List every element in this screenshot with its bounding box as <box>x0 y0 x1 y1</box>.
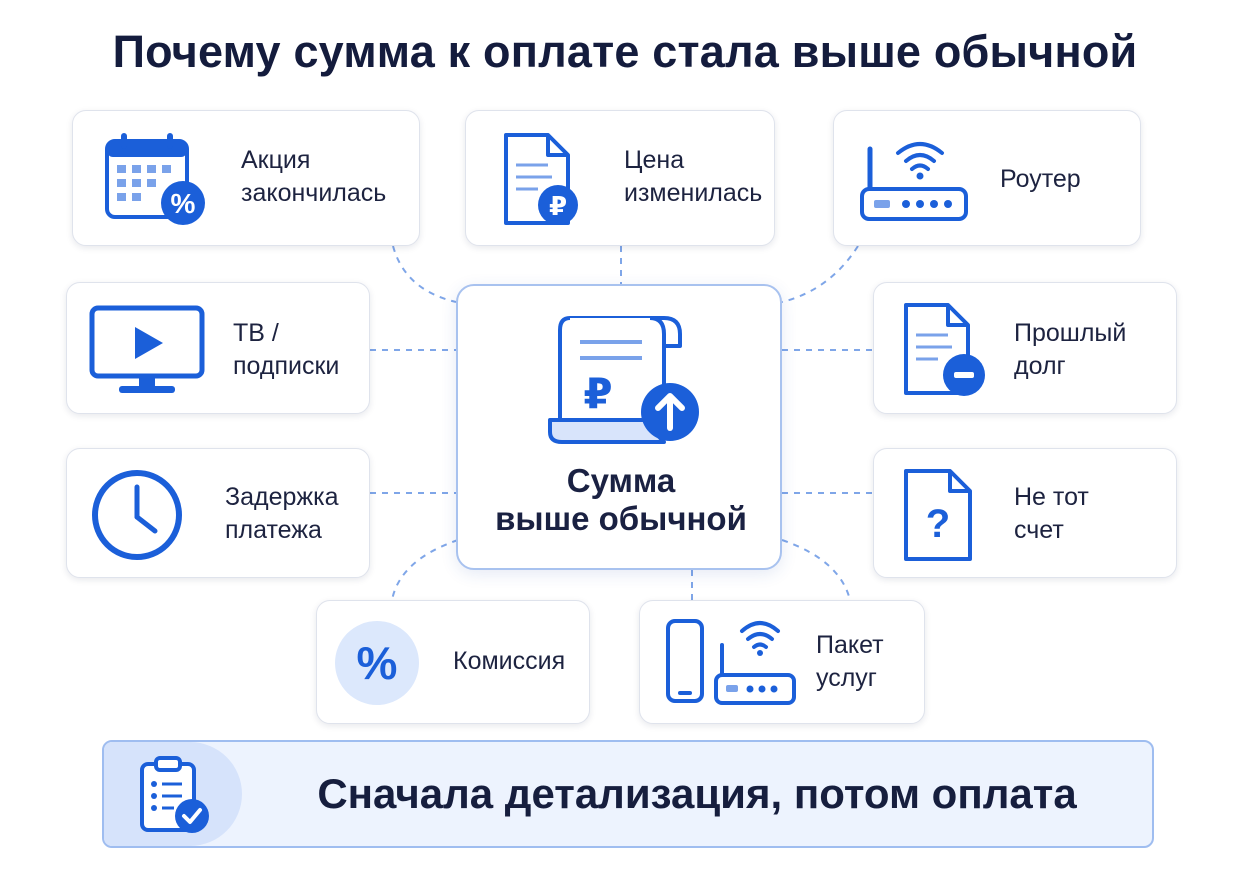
reason-card-tv: ТВ / подписки <box>66 282 370 414</box>
svg-text:₽: ₽ <box>583 369 612 418</box>
phone-router-icon <box>666 619 796 705</box>
reason-label: Задержка платежа <box>225 483 339 544</box>
reason-label: Роутер <box>1000 165 1081 193</box>
reason-label: Акция закончилась <box>241 146 387 207</box>
svg-text:?: ? <box>926 502 950 546</box>
document-minus-icon <box>904 303 985 396</box>
reason-card-router: Роутер <box>833 110 1141 246</box>
clock-icon <box>92 470 182 560</box>
svg-text:%: % <box>357 637 398 689</box>
router-icon <box>860 142 968 221</box>
banner-icon-box <box>104 742 242 846</box>
reason-card-price-changed: ₽ Цена изменилась <box>465 110 775 246</box>
center-label: Сумма выше обычной <box>495 462 747 537</box>
page-title: Почему сумма к оплате стала выше обычной <box>112 26 1138 77</box>
reason-card-promo-ended: % Акция закончилась <box>72 110 420 246</box>
reason-label: Комиссия <box>453 647 566 675</box>
reason-card-commission: % Комиссия <box>316 600 590 724</box>
bottom-banner: Сначала детализация, потом оплата <box>102 740 1154 848</box>
svg-text:₽: ₽ <box>549 192 567 222</box>
banner-text: Сначала детализация, потом оплата <box>317 770 1077 817</box>
document-ruble-icon: ₽ <box>504 133 578 225</box>
reason-label: Прошлый долг <box>1014 319 1127 380</box>
center-card: ₽ Сумма выше обычной <box>456 284 782 570</box>
reason-label: Пакет услуг <box>816 631 884 692</box>
receipt-ruble-up-icon: ₽ <box>548 316 699 444</box>
reason-label: Цена изменилась <box>624 146 763 207</box>
reason-card-wrong-account: ? Не тот счет <box>873 448 1177 578</box>
document-question-icon: ? <box>904 469 972 561</box>
percent-icon: % <box>335 621 419 705</box>
svg-text:%: % <box>171 188 196 219</box>
reason-card-payment-delay: Задержка платежа <box>66 448 370 578</box>
calendar-percent-icon: % <box>105 133 205 225</box>
reason-card-previous-debt: Прошлый долг <box>873 282 1177 414</box>
tv-play-icon <box>89 305 205 393</box>
reason-card-service-pack: Пакет услуг <box>639 600 925 724</box>
reason-label: Не тот счет <box>1014 483 1089 544</box>
clipboard-check-icon <box>140 756 209 833</box>
reason-label: ТВ / подписки <box>233 319 340 380</box>
